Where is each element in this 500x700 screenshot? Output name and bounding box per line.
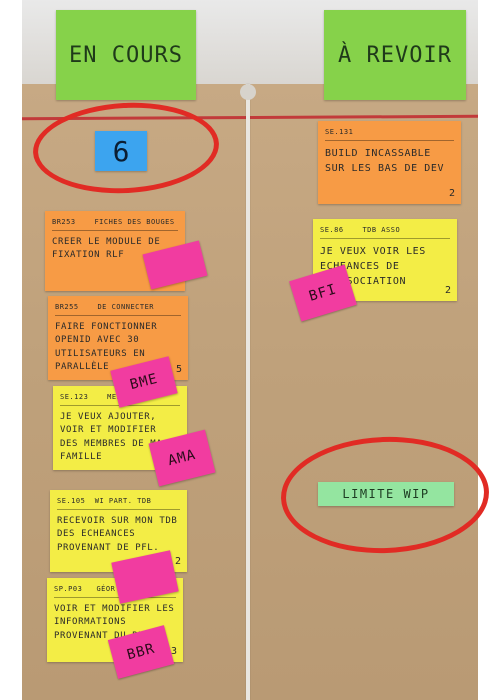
wip-limit-label: LIMITE WIP <box>318 482 454 506</box>
card-estimate: 5 <box>175 364 182 375</box>
card-text: BUILD INCASSABLE SUR LES BAS DE DEV <box>325 147 445 174</box>
card-header: SE.86 TDB ASSO <box>320 225 450 239</box>
card-header: BR255 DE CONNECTER <box>55 302 181 316</box>
card-text: JE VEUX AJOUTER, VOIR ET MODIFIER DES ME… <box>60 411 163 463</box>
card-text: JE VEUX VOIR LES ECHEANCES DE L'ASSOCIAT… <box>320 245 426 287</box>
column-header-en-cours: EN COURS <box>56 10 196 100</box>
card-header: SE.105 WI PART. TDB <box>57 496 180 510</box>
card-estimate: 2 <box>174 556 181 567</box>
card-estimate: 2 <box>448 188 455 199</box>
card-se105: SE.105 WI PART. TDB RECEVOIR SUR MON TDB… <box>50 490 187 572</box>
column-divider <box>246 84 250 700</box>
wip-count-note: 6 <box>95 131 147 171</box>
card-estimate: 2 <box>444 285 451 296</box>
card-text: RECEVOIR SUR MON TDB DES ECHEANCES PROVE… <box>57 515 178 553</box>
card-se123: SE.123 MES JE VEUX AJOUTER, VOIR ET MODI… <box>53 386 187 470</box>
card-text: CREER LE MODULE DE FIXATION RLF <box>52 236 161 261</box>
card-header: SP.P03 GÉOR <box>54 584 176 598</box>
card-text: FAIRE FONCTIONNER OPENID AVEC 30 UTILISA… <box>55 321 158 373</box>
card-se131: SE.131 BUILD INCASSABLE SUR LES BAS DE D… <box>318 121 461 204</box>
column-header-a-revoir: À REVOIR <box>324 10 466 100</box>
card-header: SE.131 <box>325 127 454 141</box>
card-text: VOIR ET MODIFIER LES INFORMATIONS PROVEN… <box>54 603 175 641</box>
divider-pin <box>240 84 256 100</box>
card-header: BR253 FICHES DES BOUGES <box>52 217 178 231</box>
card-estimate: 3 <box>170 646 177 657</box>
